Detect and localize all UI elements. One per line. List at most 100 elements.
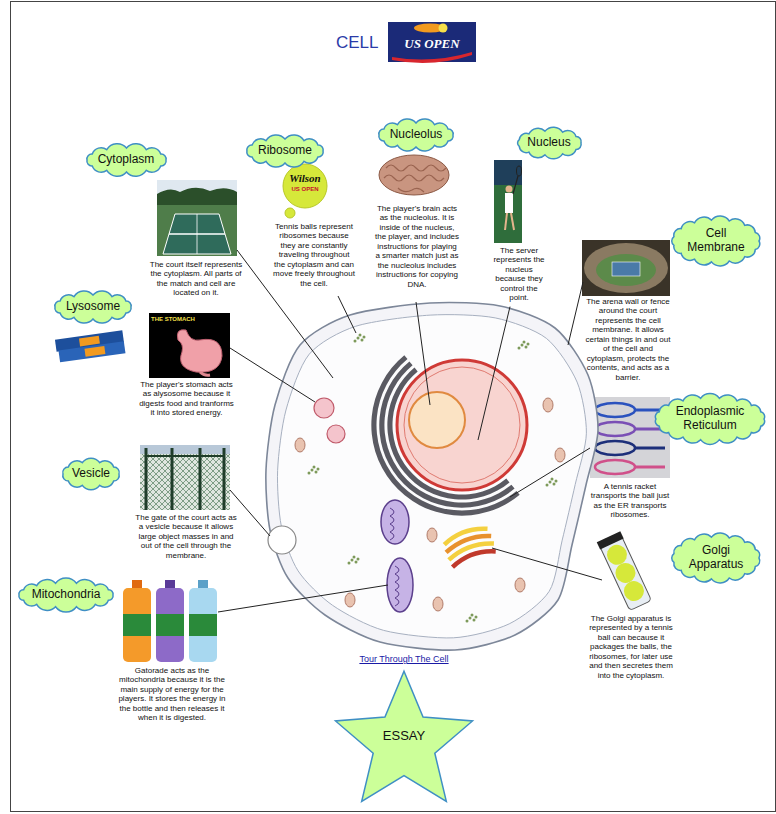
ribosome-dots [469,617,472,620]
cloud-outline [86,144,165,176]
cloud-label: Vesicle [57,456,125,492]
essay-star: ESSAY [329,666,479,806]
powerbar-photo [84,346,105,357]
node-text-group: ESSAY [383,729,425,744]
rackets-photo [595,441,635,455]
star-outline [336,671,473,801]
ribosome-dots [308,472,311,475]
node-text-group: Lysosome [66,300,120,314]
ribosome-dots [473,619,476,622]
cloud-outline [55,291,131,323]
rackets-photo [595,403,635,417]
rackets-photo [595,460,635,474]
ribosome-dots [525,346,528,349]
brain-photo [386,165,446,171]
node-text-group: Nucleolus [390,128,443,142]
caption: The player's stomach acts as alysosome b… [139,380,234,418]
court-photo [169,233,225,235]
gatorade-photo [123,588,151,662]
logo-text: US OPEN [388,36,476,51]
cell-membrane [277,315,586,638]
gatorade-photo [123,580,217,662]
ribosome-dots [315,471,318,474]
stomach-photo [177,330,222,372]
gate-photo [171,448,174,510]
brain-photo [379,155,449,195]
brain-photo [376,153,453,200]
server-photo [511,213,514,230]
server-photo [505,193,513,213]
cloud-outline [379,119,453,151]
brain-photo [398,188,424,192]
leader-line [230,348,315,402]
cloud-label: Ribosome [241,133,329,169]
ribosome-dots [353,556,356,559]
node-text-group: Cytoplasm [98,153,155,167]
ribosome-dots [518,347,521,350]
nucleolus [409,392,465,448]
leader-line [478,307,510,440]
rackets-photo [595,422,635,436]
gatorade-photo [123,614,151,636]
ball-can-photo [597,531,653,611]
caption: The arena wall or fence around the court… [584,297,672,382]
cloud-label: Nucleolus [373,117,459,153]
ball-brand: US OPEN [283,186,327,193]
ribosome-dots [359,334,362,337]
stomach-photo [149,313,230,378]
ribosome-dots [521,344,524,347]
ribosome-dots [351,559,354,562]
cloud-outline [247,135,323,167]
cloud-outline [655,394,764,445]
ball-brand: Wilson [283,172,327,185]
tennis-ball-photo [285,208,295,218]
organelle [555,448,565,462]
leader-line [218,250,602,612]
organelle [515,578,525,592]
ribosome-dots [348,562,351,565]
powerbar-photo [79,336,100,347]
cloud-outline [19,578,113,612]
ribosome-dots [553,483,556,486]
cloud-text: Golgi Apparatus [685,544,747,572]
mitochondrion [395,566,399,606]
ribosome-dots [551,478,554,481]
court-photo [157,180,237,256]
ribosome-dots [355,561,358,564]
leader-line [218,585,388,612]
cloud-text: Endoplasmic Reticulum [670,405,750,433]
server-photo [505,213,507,230]
cloud-outline [517,127,581,159]
powerbar-photo [55,330,126,362]
server-photo [494,160,522,243]
cloud-text: Cytoplasm [98,153,155,167]
gatorade-photo [156,614,184,636]
cloud-outline [672,533,760,583]
server-photo [494,160,522,243]
ball-can-photo [599,535,651,610]
arena-photo [582,240,670,296]
nucleus [404,367,520,483]
rackets-photo [635,466,665,469]
caption: The server represents the nucleus becaus… [490,246,548,303]
ribosome-dots [471,614,474,617]
image-text: THE STOMACH [151,316,211,323]
cloud-text: Nucleolus [390,128,443,142]
gatorade-photo [165,580,175,588]
cloud-label: Cytoplasm [81,142,172,178]
mitochondrion [381,500,413,612]
gate-photo [145,448,148,510]
cloud-text: Nucleus [527,136,570,150]
node-text-group: Cell Membrane [685,227,747,255]
mitochondrion [390,508,394,540]
node-text-group: Mitochondria [32,588,101,602]
ribosome-dots [549,481,552,484]
nucleus [397,360,527,490]
link-text: Tour Through The Cell [344,654,464,665]
golgi-apparatus [442,524,497,568]
cloud-outline [63,458,119,490]
leader-line [510,448,590,497]
ball-can-photo [621,578,648,605]
cloud-label: Lysosome [49,289,137,325]
